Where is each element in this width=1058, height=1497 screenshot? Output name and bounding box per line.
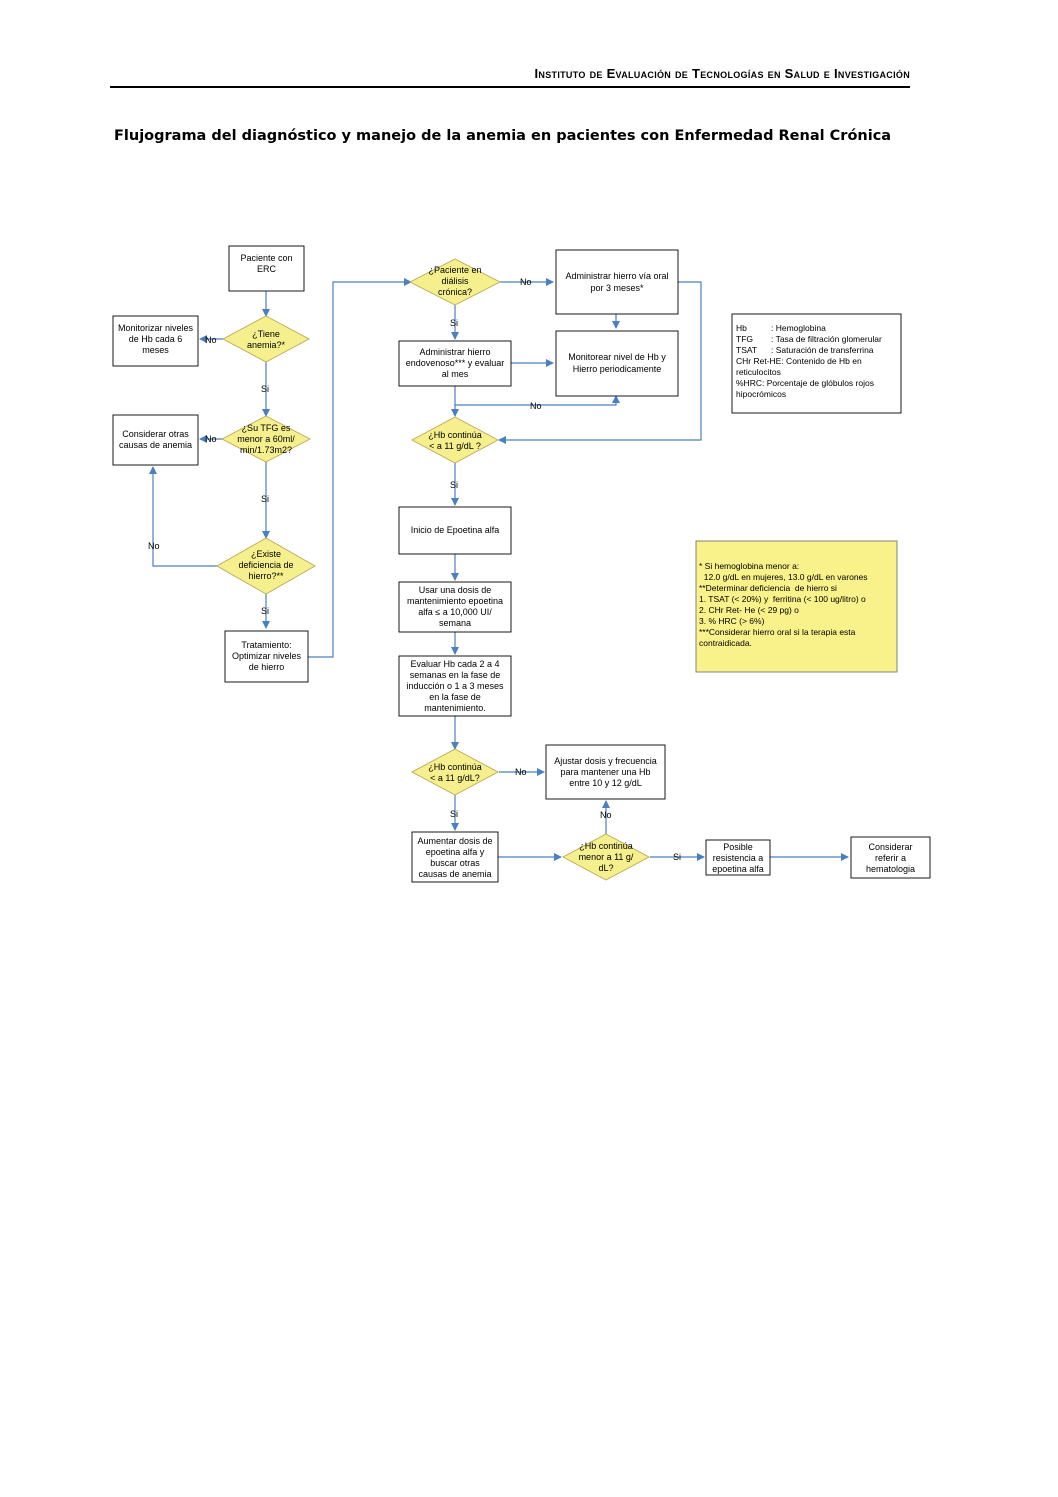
decision-hb-continua-1: ¿Hb continúa< a 11 g/dL ? (411, 416, 499, 464)
svg-text:12.0 g/dL en mujeres, 13.0 g/d: 12.0 g/dL en mujeres, 13.0 g/dL en varon… (699, 572, 868, 582)
node-epoetina: Inicio de Epoetina alfa (398, 506, 512, 555)
svg-text:***Considerar hierro oral si l: ***Considerar hierro oral si la terapia … (699, 627, 856, 637)
label-d7-no: No (600, 810, 612, 820)
page-title: Flujograma del diagnóstico y manejo de l… (114, 128, 892, 144)
connectors (149, 278, 849, 861)
svg-text:Inicio de Epoetina alfa: Inicio de Epoetina alfa (411, 525, 500, 535)
header-rule (110, 86, 910, 88)
svg-text:**Determinar deficiencia de h: **Determinar deficiencia de hierro si (699, 583, 837, 593)
svg-text:reticulocitos: reticulocitos (736, 367, 781, 377)
edge-trat-d4 (308, 278, 412, 658)
edge-mon-no (455, 395, 620, 406)
footnotes-box: * Si hemoglobina menor a: 12.0 g/dL en m… (695, 540, 898, 673)
edge-oral-d5 (498, 281, 702, 444)
label-d4-no: No (520, 277, 532, 287)
svg-text:TSAT: Saturación de transferri: TSAT: Saturación de transferrina (736, 345, 874, 355)
label-d2-no: No (205, 434, 217, 444)
label-d1-no: No (205, 335, 217, 345)
label-d5-si: Si (450, 480, 458, 490)
svg-text:¿Hb continúa< a 11 g/dL?: ¿Hb continúa< a 11 g/dL? (428, 762, 482, 783)
svg-text:TFG: Tasa de filtración glomer: TFG: Tasa de filtración glomerular (736, 334, 882, 344)
svg-text:hipocrómicos: hipocrómicos (736, 389, 786, 399)
decision-hb-continua-2: ¿Hb continúa< a 11 g/dL? (411, 748, 499, 796)
institute-header: Instituto de Evaluación de Tecnologías e… (534, 66, 910, 81)
label-d1-si: Si (261, 384, 269, 394)
svg-text:Hb: Hemoglobina: Hb: Hemoglobina (736, 323, 826, 333)
svg-text:2. CHr Ret- He (< 29 pg) o: 2. CHr Ret- He (< 29 pg) o (699, 605, 799, 615)
svg-text:* Si hemoglobina menor a:: * Si hemoglobina menor a: (699, 561, 799, 571)
svg-text:contraidicada.: contraidicada. (699, 638, 752, 648)
label-mon-no: No (530, 401, 542, 411)
svg-text:3. % HRC (> 6%): 3. % HRC (> 6%) (699, 616, 765, 626)
label-d6-no: No (515, 767, 527, 777)
svg-text:1. TSAT (< 20%) y ferritina (: 1. TSAT (< 20%) y ferritina (< 100 ug/li… (699, 594, 866, 604)
label-d4-si: Si (450, 318, 458, 328)
label-d2-si: Si (261, 494, 269, 504)
label-d3-si: Si (261, 606, 269, 616)
svg-text:¿Hb continúa< a 11 g/dL ?: ¿Hb continúa< a 11 g/dL ? (428, 430, 482, 451)
edge-labels: No Si No Si No Si No Si No Si No Si No S… (148, 277, 681, 862)
svg-text:CHr Ret-HE: Contenido de Hb en: CHr Ret-HE: Contenido de Hb en (736, 356, 862, 366)
edge-d3-no (149, 466, 220, 567)
abbreviations-legend: Hb: Hemoglobina TFG: Tasa de filtración … (731, 313, 902, 414)
label-d6-si: Si (450, 809, 458, 819)
label-d3-no: No (148, 541, 160, 551)
svg-text:%HRC: Porcentaje de glóbulos r: %HRC: Porcentaje de glóbulos rojos (736, 378, 874, 388)
label-d7-si: Si (673, 852, 681, 862)
